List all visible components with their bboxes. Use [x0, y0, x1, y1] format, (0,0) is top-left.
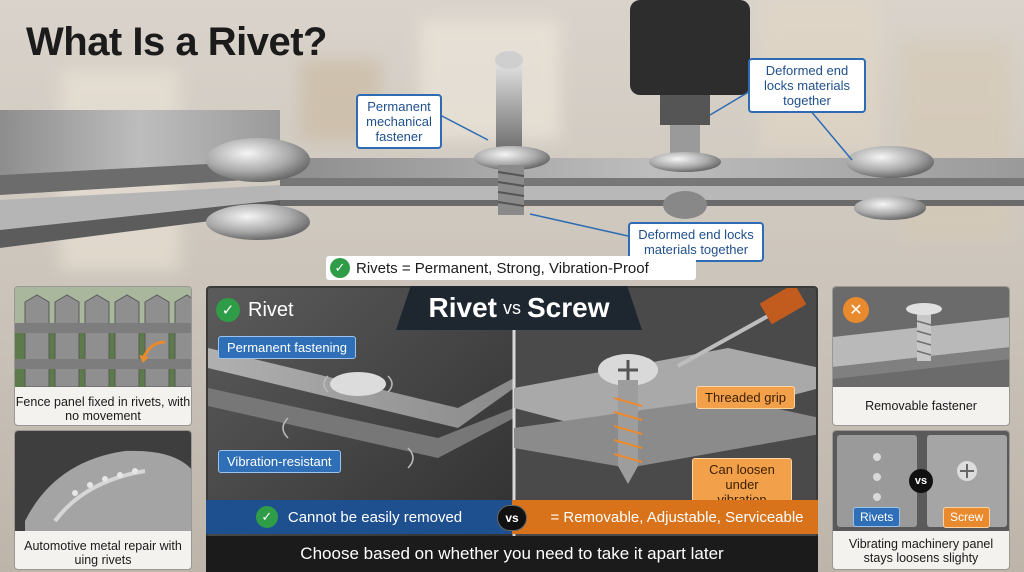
rivet-head	[330, 372, 386, 396]
pop-rivet-mandrel	[496, 60, 522, 150]
vs-badge: vs	[497, 505, 527, 531]
callout-deformed-end-bottom: Deformed end locks materials together	[628, 222, 764, 262]
summary-text: Rivets = Permanent, Strong, Vibration-Pr…	[356, 259, 649, 277]
vs-badge: vs	[909, 469, 933, 493]
automotive-repair-image	[15, 431, 191, 531]
callout-text: Deformed end locks materials together	[638, 227, 754, 257]
rivet-footer-text: Cannot be easily removed	[287, 508, 463, 526]
removable-fastener-image	[833, 287, 1009, 387]
rivet-head-dome	[206, 138, 310, 182]
callout-deformed-end-top: Deformed end locks materials together	[748, 58, 866, 113]
rivet-gun	[630, 0, 750, 95]
screw-footer-text: = Removable, Adjustable, Serviceable	[550, 508, 804, 526]
metal-plate-lower	[280, 158, 1024, 178]
automotive-caption: Automotive metal repair with uing rivets	[24, 539, 182, 567]
fence-panel-card: Fence panel fixed in rivets, with no mov…	[14, 286, 192, 426]
callout-permanent-fastener: Permanent mechanical fastener	[356, 94, 442, 149]
banner-vs: vs	[502, 297, 521, 318]
rivet-header: Rivet	[248, 298, 294, 321]
automotive-repair-card: Automotive metal repair with uing rivets	[14, 430, 192, 570]
rivet-summary-bar: ✓ Rivets = Permanent, Strong, Vibration-…	[326, 256, 696, 280]
banner-screw: Screw	[526, 292, 610, 323]
callout-text: Deformed end locks materials together	[764, 63, 850, 108]
fence-panel-image	[15, 287, 191, 388]
fence-caption: Fence panel fixed in rivets, with no mov…	[15, 395, 191, 423]
rivet-footer-strip: ✓ Cannot be easily removed	[206, 500, 512, 534]
metal-plate-upper	[0, 110, 280, 175]
rivet-vs-screw-banner: Rivet vs Screw	[396, 286, 642, 330]
cross-icon: ✕	[843, 297, 869, 323]
check-icon: ✓	[216, 298, 240, 322]
label-threaded-grip: Threaded grip	[696, 386, 795, 409]
tag-screw: Screw	[943, 507, 991, 528]
screw-footer-strip: = Removable, Adjustable, Serviceable	[512, 500, 818, 534]
callout-text: Permanent mechanical fastener	[366, 99, 432, 144]
check-icon: ✓	[255, 506, 278, 528]
choose-banner: Choose based on whether you need to take…	[206, 536, 818, 572]
removable-caption: Removable fastener	[865, 399, 977, 413]
check-icon: ✓	[330, 258, 350, 278]
page-title: What Is a Rivet?	[26, 20, 327, 64]
label-vibration-resistant: Vibration-resistant	[218, 450, 341, 473]
tag-rivets: Rivets	[853, 507, 901, 527]
banner-rivet: Rivet	[428, 292, 497, 323]
removable-fastener-card: ✕ Removable fastener	[832, 286, 1010, 426]
label-permanent-fastening: Permanent fastening	[218, 336, 356, 359]
vibrating-machinery-card: Rivets Screw vs Vibrating machinery pane…	[832, 430, 1010, 570]
machinery-caption: Vibrating machinery panel stays loosens …	[848, 537, 994, 565]
screwdriver-handle	[759, 288, 807, 325]
